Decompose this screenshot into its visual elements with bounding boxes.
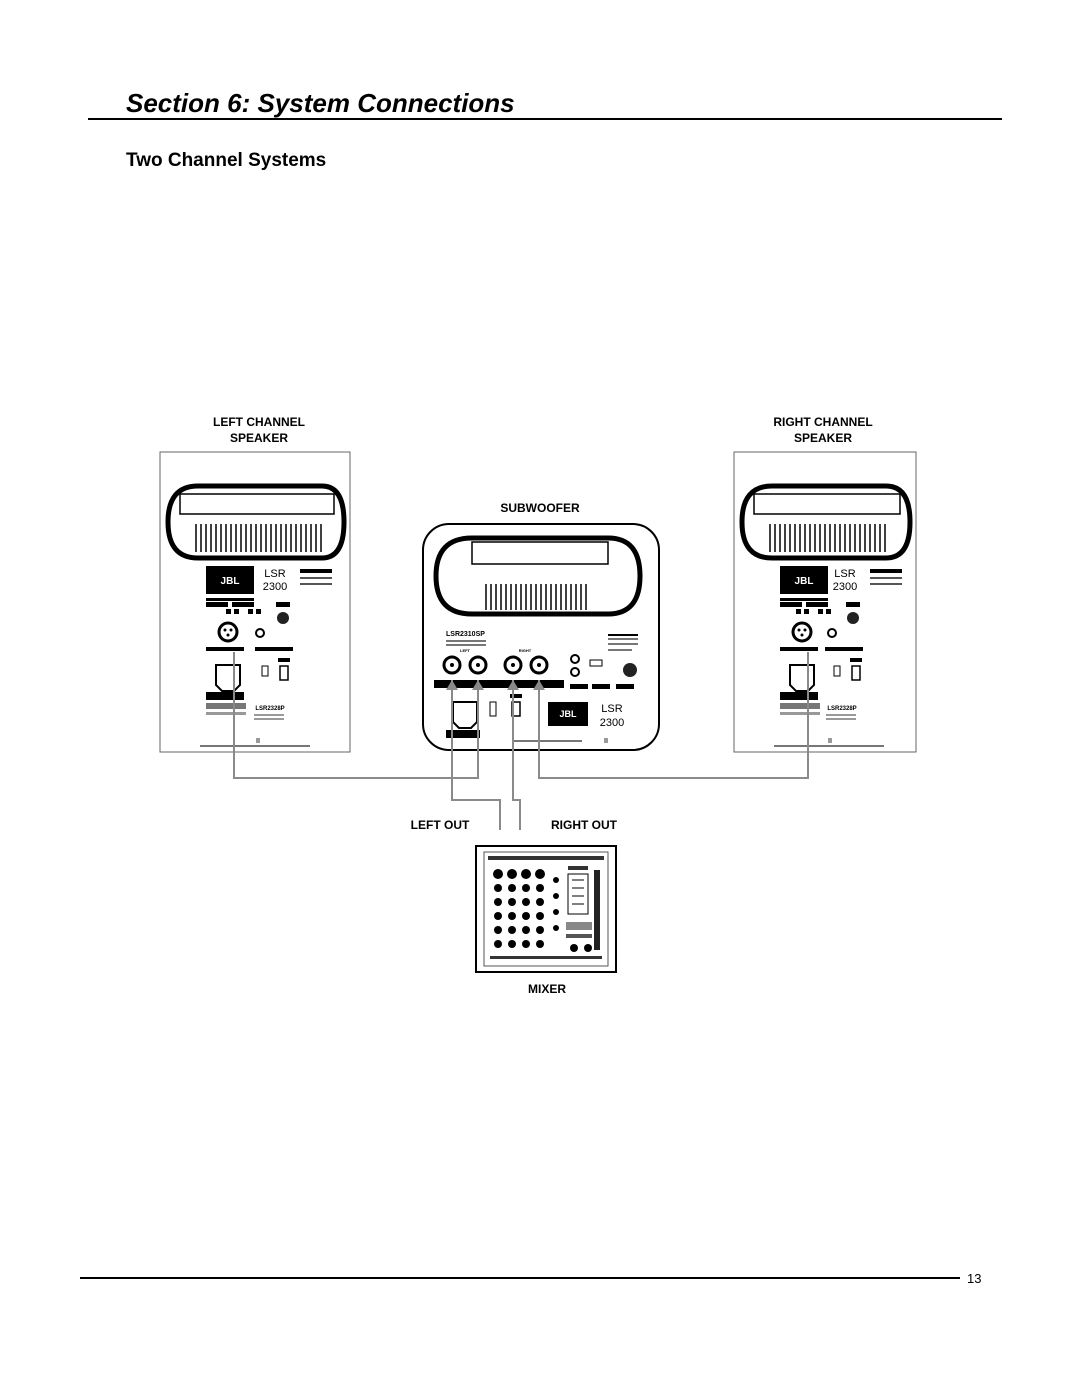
subwoofer-level-knob [623, 663, 637, 677]
right-speaker-trs-input [827, 628, 837, 638]
right-out-label: RIGHT OUT [551, 818, 618, 832]
cable-left-out-to-subwoofer [451, 680, 501, 830]
left-speaker: LEFT CHANNEL SPEAKER JBL LSR 2300 [159, 415, 351, 753]
cable-subwoofer-to-right-speaker [538, 652, 809, 779]
right-speaker-jbl-logo [780, 566, 828, 594]
right-speaker-xlr-input [791, 621, 813, 643]
left-out-label: LEFT OUT [411, 818, 470, 832]
mixer-label: MIXER [528, 982, 566, 996]
section-title: Section 6: System Connections [126, 88, 515, 118]
cable-right-out-to-subwoofer [512, 680, 521, 830]
subwoofer-left-input-connector [442, 655, 462, 675]
left-speaker-xlr-input [217, 621, 239, 643]
subwoofer-left-input-label: LEFT [460, 648, 471, 653]
left-speaker-label-line2: SPEAKER [230, 431, 288, 445]
right-speaker-label-line1: RIGHT CHANNEL [773, 415, 872, 429]
subwoofer-brand: JBL [559, 709, 577, 719]
left-speaker-brand: JBL [221, 576, 240, 587]
right-speaker-power-switch [851, 665, 861, 681]
page-subtitle: Two Channel Systems [126, 150, 327, 171]
left-speaker-trs-input [255, 628, 265, 638]
right-speaker-brand: JBL [795, 576, 814, 587]
left-speaker-jbl-logo [206, 566, 254, 594]
left-speaker-heatsink [195, 524, 322, 552]
mixer-panel [475, 845, 617, 973]
left-speaker-series-number: 2300 [263, 581, 287, 593]
subwoofer-series-number: 2300 [600, 717, 624, 729]
subwoofer-port [433, 535, 643, 617]
subwoofer-heatsink [485, 584, 587, 610]
right-speaker-power-inlet [789, 664, 815, 692]
subwoofer: SUBWOOFER LSR2310SP LEFT RIGHT [422, 501, 660, 751]
right-speaker-panel [733, 451, 917, 753]
page-number: 13 [967, 1271, 982, 1286]
right-speaker-series-number: 2300 [833, 581, 857, 593]
left-speaker-label-line1: LEFT CHANNEL [213, 415, 305, 429]
left-speaker-series-name: LSR [264, 568, 285, 580]
subwoofer-right-output-connector [529, 655, 549, 675]
right-speaker-heatsink [769, 524, 886, 552]
left-speaker-port [165, 483, 347, 561]
right-speaker-label-line2: SPEAKER [794, 431, 852, 445]
subwoofer-right-input-label: RIGHT [519, 648, 532, 653]
right-speaker-model: LSR2328P [827, 706, 856, 712]
mixer [475, 845, 617, 973]
subwoofer-power-inlet [452, 701, 478, 729]
subwoofer-label: SUBWOOFER [500, 501, 580, 515]
footer-rule [80, 1277, 960, 1279]
subwoofer-model: LSR2310SP [446, 631, 485, 638]
subwoofer-panel [422, 523, 660, 751]
subwoofer-left-output-connector [468, 655, 488, 675]
right-speaker-level-knob [847, 612, 859, 624]
right-speaker-series-name: LSR [834, 568, 855, 580]
right-speaker-port [739, 483, 913, 561]
subwoofer-jbl-logo [548, 702, 588, 726]
title-rule [88, 118, 1002, 120]
left-speaker-level-knob [277, 612, 289, 624]
subwoofer-connector-strip [434, 680, 564, 688]
left-speaker-panel [159, 451, 351, 753]
left-speaker-power-switch [279, 665, 289, 681]
subwoofer-right-input-connector [503, 655, 523, 675]
cable-subwoofer-to-left-speaker [233, 652, 479, 779]
cable-arrowheads [446, 680, 545, 690]
subwoofer-series-name: LSR [601, 703, 622, 715]
left-speaker-power-inlet [215, 664, 241, 692]
right-speaker: RIGHT CHANNEL SPEAKER JBL LSR 2300 [733, 415, 917, 753]
left-speaker-model: LSR2328P [255, 706, 284, 712]
connection-cables [233, 652, 809, 830]
